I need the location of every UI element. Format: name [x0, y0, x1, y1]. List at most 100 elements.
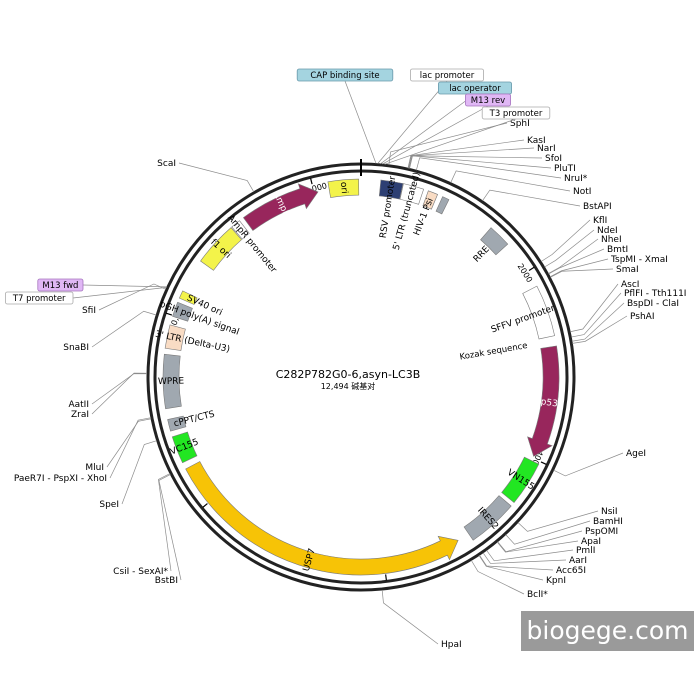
feature-sv40-ori	[178, 290, 198, 305]
feature-5-ltr-truncated	[399, 183, 425, 205]
feature-f1-ori	[200, 227, 242, 271]
tag-leader-line	[384, 118, 517, 165]
feature-ires2	[463, 495, 512, 541]
tick-mark	[166, 312, 173, 316]
site-label-ndei: NdeI	[597, 226, 618, 236]
site-label-smai: SmaI	[616, 265, 639, 275]
site-leader-line	[571, 302, 625, 342]
feature-p53	[527, 345, 560, 457]
tag-leader-line	[82, 284, 167, 288]
feature-bgh-poly-a-signal	[172, 301, 193, 322]
site-leader-line	[548, 238, 599, 274]
tag-leader-line	[344, 80, 377, 164]
site-label-pmli: PmlI	[576, 546, 595, 556]
watermark: biogege.com	[521, 611, 694, 651]
site-leader-line	[415, 157, 562, 179]
site-label-kpni: KpnI	[546, 576, 566, 586]
tag-label-t7-promoter: T7 promoter	[12, 294, 66, 304]
site-leader-line	[408, 147, 535, 169]
site-label-sphi: SphI	[510, 119, 530, 129]
site-label-nari: NarI	[537, 144, 556, 154]
site-leader-line	[178, 162, 255, 192]
plasmid-length: 12,494 碱基对	[321, 381, 376, 391]
site-leader-line	[106, 418, 152, 468]
site-leader-line	[109, 417, 151, 479]
site-leader-line	[158, 474, 182, 581]
feature-label-cppt-cts: cPPT/CTS	[173, 409, 216, 429]
feature-cppt-cts	[167, 415, 187, 432]
site-leader-line	[496, 540, 579, 553]
tag-label-m13-rev: M13 rev	[471, 96, 505, 106]
tick-mark	[528, 266, 535, 271]
site-label-sfoi: SfoI	[545, 154, 562, 164]
site-label-tspmi-xmai: TspMI - XmaI	[610, 255, 668, 265]
site-leader-line	[550, 268, 614, 278]
site-label-agei: AgeI	[626, 449, 646, 459]
site-leader-line	[471, 560, 525, 595]
site-label-nrui: NruI*	[564, 174, 588, 184]
site-leader-line	[91, 373, 148, 405]
tag-leader-line	[72, 287, 167, 299]
site-leader-line	[486, 549, 574, 562]
feature-vn155	[501, 456, 540, 504]
site-label-apai: ApaI	[581, 537, 601, 547]
feature-ampr-promoter	[231, 220, 250, 240]
site-label-pspomi: PspOMI	[585, 527, 618, 537]
site-leader-line	[497, 530, 583, 553]
site-leader-line	[381, 589, 439, 645]
site-label-nhei: NheI	[601, 235, 622, 245]
site-leader-line	[544, 229, 595, 268]
tag-leader-line	[382, 105, 489, 165]
site-leader-line	[409, 155, 552, 169]
tag-label-lac-operator: lac operator	[449, 84, 501, 94]
tag-box-m13-fwd	[37, 278, 84, 292]
tag-label-cap-binding-site: CAP binding site	[310, 71, 379, 81]
tick-mark	[310, 178, 313, 185]
site-leader-line	[553, 452, 624, 477]
tick-mark	[385, 574, 387, 581]
site-label-kfli: KflI	[593, 216, 607, 226]
site-leader-line	[517, 510, 599, 532]
site-leader-line	[540, 219, 591, 262]
site-label-aari: AarI	[569, 556, 587, 566]
site-leader-line	[121, 440, 157, 505]
site-label-zrai: ZraI	[71, 410, 89, 420]
site-leader-line	[408, 155, 543, 169]
site-label-nsii: NsiI	[601, 507, 618, 517]
feature-wpre	[162, 353, 182, 410]
site-label-asci: AscI	[621, 280, 639, 290]
site-label-mlui: MluI	[85, 463, 104, 473]
tag-box-t3-promoter	[481, 106, 551, 120]
site-leader-line	[549, 258, 609, 278]
plasmid-name: C282P782G0-6,asyn-LC3B	[276, 368, 421, 381]
feature-ampr	[243, 183, 319, 231]
site-leader-line	[482, 552, 567, 564]
site-leader-line	[478, 555, 544, 581]
feature-ori	[327, 178, 360, 198]
site-label-bstbi: BstBI	[155, 576, 178, 586]
site-label-pluti: PluTI	[554, 164, 576, 174]
feature-rre	[480, 227, 509, 256]
site-leader-line	[158, 473, 172, 572]
feature-rsv-promoter	[378, 179, 404, 200]
tick-mark	[540, 461, 547, 466]
feature-label-p53: p53	[540, 397, 558, 409]
tag-leader-line	[380, 93, 476, 165]
site-label-bspdi-clai: BspDI - ClaI	[627, 299, 679, 309]
tag-box-t7-promoter	[5, 291, 74, 305]
site-leader-line	[91, 372, 148, 415]
site-leader-line	[570, 283, 619, 333]
tag-label-m13-fwd: M13 fwd	[42, 281, 78, 291]
tick-label: 2000	[516, 262, 535, 284]
feature-element	[435, 196, 450, 215]
site-leader-line	[479, 554, 554, 571]
site-label-kasi: KasI	[527, 136, 546, 146]
site-label-spei: SpeI	[99, 500, 119, 510]
tag-box-cap-binding-site	[296, 68, 394, 82]
tag-leader-line	[377, 80, 448, 164]
restriction-sites: SphIKasINarISfoIPluTINruI*NotIBstAPIKflI…	[14, 119, 687, 650]
tag-box-lac-promoter	[409, 68, 484, 82]
tag-label-t3-promoter: T3 promoter	[489, 109, 543, 119]
